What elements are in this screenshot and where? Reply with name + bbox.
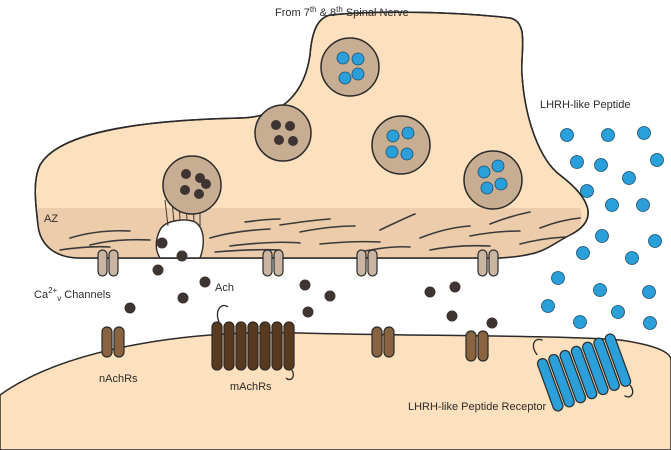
- lhrh-peptides: [541, 126, 664, 330]
- machr-receptor: [211, 304, 295, 381]
- vesicle-peptide-mid: [371, 115, 431, 175]
- machrs-label: mAchRs: [230, 381, 272, 393]
- ca-channel-3: [356, 249, 378, 277]
- vesicle-ach: [254, 104, 312, 162]
- lhrh-receptor: [532, 333, 634, 412]
- lhrh-receptor-label: LHRH-like Peptide Receptor: [408, 401, 547, 413]
- vesicle-docked-ach: [162, 155, 222, 215]
- lhrh-peptide-label: LHRH-like Peptide: [540, 99, 630, 111]
- ach-label: Ach: [215, 282, 234, 294]
- ach-molecules: [124, 237, 498, 329]
- ca-channel-1: [97, 249, 119, 277]
- ca-channel-4: [477, 249, 499, 277]
- nachrs-label: nAchRs: [99, 373, 138, 385]
- nachr-receptor-2: [371, 326, 395, 358]
- ca-channel-2: [262, 249, 284, 277]
- cytoskeleton-filaments: [59, 211, 581, 253]
- active-zone-band: [38, 208, 582, 258]
- vesicle-peptide-top: [320, 37, 380, 97]
- vesicle-peptide-right: [463, 150, 523, 210]
- nachr-receptor: [101, 326, 125, 358]
- active-zone-label: AZ: [44, 213, 58, 225]
- nachr-receptor-3: [465, 330, 489, 362]
- nerve-source-title: From 7th & 8th Spinal Nerve: [275, 5, 409, 19]
- ca-channels-label: Ca2+v Channels: [34, 286, 111, 303]
